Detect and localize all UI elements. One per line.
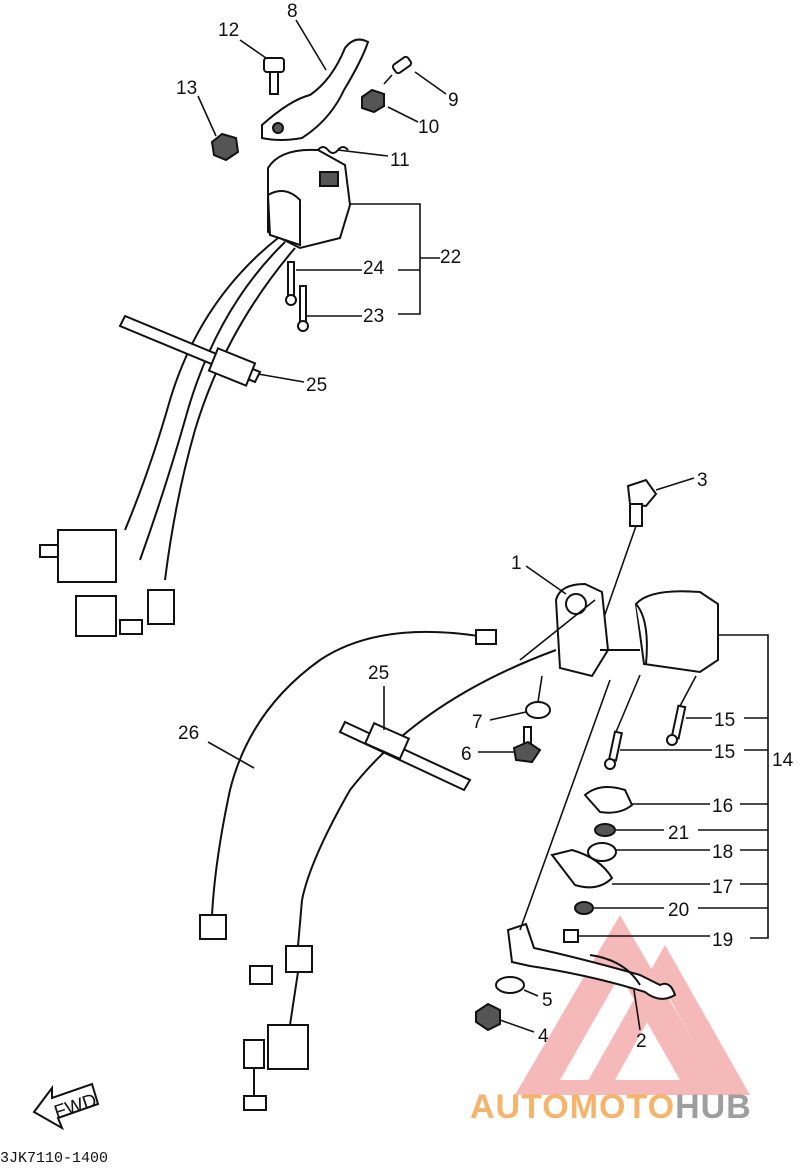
part-label-24: 24: [363, 258, 385, 279]
part-label-8: 8: [287, 1, 298, 22]
watermark-hub: HUB: [675, 1088, 752, 1126]
part-labels: 12 8 13 9 10 11 22 24 23 25 3 1 25 26 7 …: [176, 1, 794, 1052]
fwd-arrow-icon: FWD: [32, 1082, 99, 1131]
part-label-13: 13: [176, 78, 197, 99]
part-label-9: 9: [448, 90, 459, 111]
part-label-16: 16: [712, 796, 733, 817]
part-label-14: 14: [772, 750, 794, 771]
part-label-10: 10: [418, 117, 439, 138]
part-label-7: 7: [472, 712, 483, 733]
left-switch-group: [39, 38, 413, 637]
part-label-25-top: 25: [306, 375, 327, 396]
part-label-23: 23: [363, 306, 384, 327]
part-label-11: 11: [390, 150, 410, 171]
part-label-3: 3: [697, 470, 708, 491]
part-label-19: 19: [712, 930, 733, 951]
part-label-25-bottom: 25: [368, 663, 389, 684]
part-label-18: 18: [712, 842, 733, 863]
part-label-26: 26: [178, 723, 199, 744]
part-label-20: 20: [668, 900, 689, 921]
part-label-21: 21: [668, 823, 689, 844]
part-label-15b: 15: [714, 742, 735, 763]
part-label-22: 22: [440, 247, 461, 268]
diagram-code: 3JK7110-1400: [0, 1150, 109, 1167]
part-label-15a: 15: [714, 710, 735, 731]
part-label-4: 4: [538, 1026, 549, 1047]
watermark-auto: AUTOMOTO: [470, 1088, 676, 1126]
right-lever-group: [199, 478, 719, 1111]
leader-lines: [197, 19, 769, 1033]
part-label-2: 2: [636, 1031, 647, 1052]
part-label-1: 1: [511, 553, 522, 574]
watermark-logo: [515, 915, 750, 1095]
part-label-12: 12: [218, 20, 239, 41]
watermark-text: AUTOMOTOHUB: [470, 1088, 752, 1127]
part-label-5: 5: [542, 990, 553, 1011]
part-label-17: 17: [712, 877, 733, 898]
part-label-6: 6: [461, 744, 472, 765]
